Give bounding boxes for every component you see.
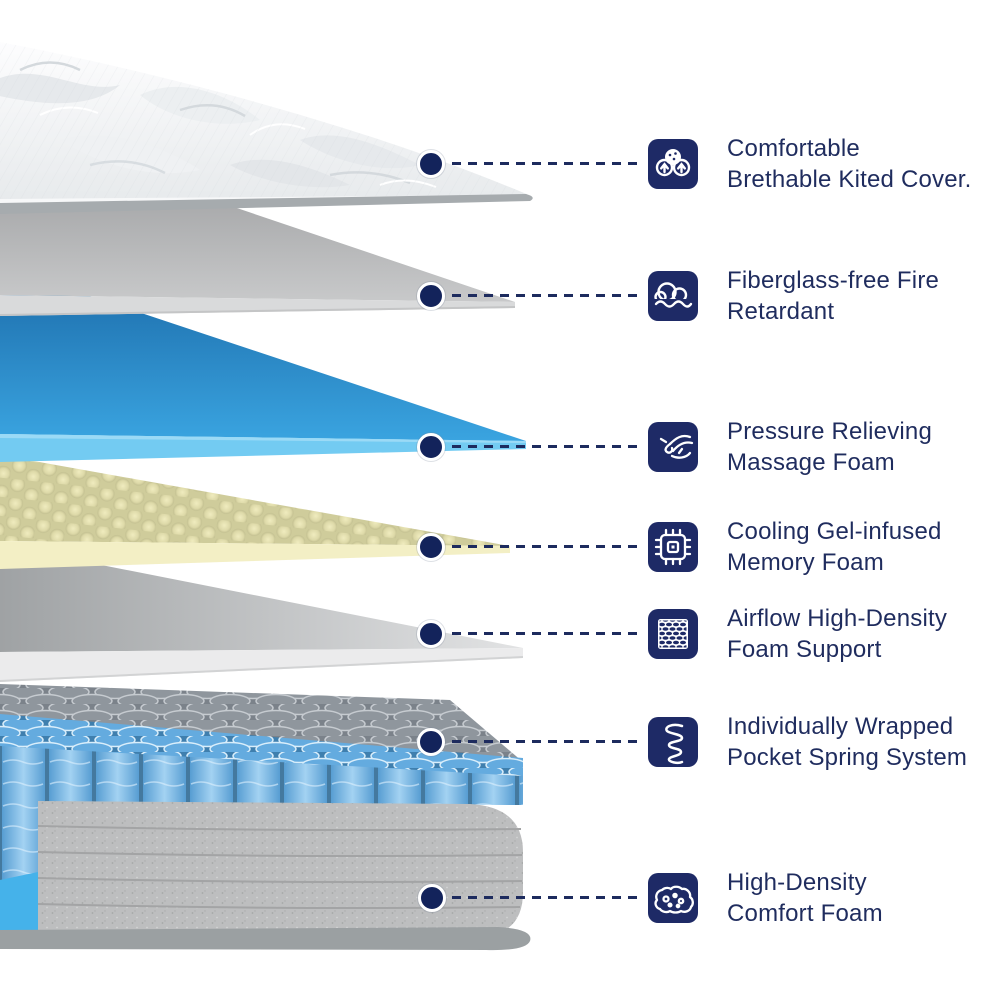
feature-label-line1: High-Density [727,869,867,896]
callout-dot [417,150,445,178]
callout-dashed-line [452,162,642,165]
callout-dot [417,433,445,461]
cover-piping [0,194,533,214]
feature-label-line1: Airflow High-Density [727,605,948,632]
feature-label-line1: Comfortable [727,135,860,162]
layer-support-foam [0,545,523,682]
feature-label-line1: Pressure Relieving [727,418,933,445]
layer-quilted-cover [0,42,533,214]
massage-hand-icon [648,422,698,472]
feature-label-line1: Cooling Gel-infused [727,518,942,545]
feature-label-line2: Massage Foam [727,449,895,476]
callout-dashed-line [452,294,642,297]
cooling-chip-icon [648,522,698,572]
feature-label-line2: Retardant [727,298,835,325]
callout-dot [417,533,445,561]
callout-dashed-line [452,545,642,548]
sponge-icon [648,873,698,923]
feature-label-line2: Brethable Kited Cover. [727,166,972,193]
base-bottom-piping [0,927,531,951]
callout-dot [418,884,446,912]
layer-gel-memory-foam [0,455,510,569]
feature-label-line2: Comfort Foam [727,900,883,927]
base-cutaway-foam [0,872,38,938]
breathable-cover-icon [648,139,698,189]
airflow-mesh-icon [648,609,698,659]
callout-dashed-line [452,896,642,899]
callout-dashed-line [452,445,642,448]
callout-dot [417,728,445,756]
feature-label-line2: Foam Support [727,636,882,663]
callout-dashed-line [452,632,642,635]
callout-dot [417,282,445,310]
spring-icon [648,717,698,767]
layer-pocket-springs [0,684,523,905]
feature-label-line1: Fiberglass-free Fire [727,267,940,294]
callout-dot [417,620,445,648]
feature-label-line2: Memory Foam [727,549,884,576]
fire-retardant-icon [648,271,698,321]
layer-base-foam [0,801,531,951]
callout-dashed-line [452,740,642,743]
feature-label-line2: Pocket Spring System [727,744,968,771]
mattress-illustration [0,42,533,951]
feature-label-line1: Individually Wrapped [727,713,954,740]
